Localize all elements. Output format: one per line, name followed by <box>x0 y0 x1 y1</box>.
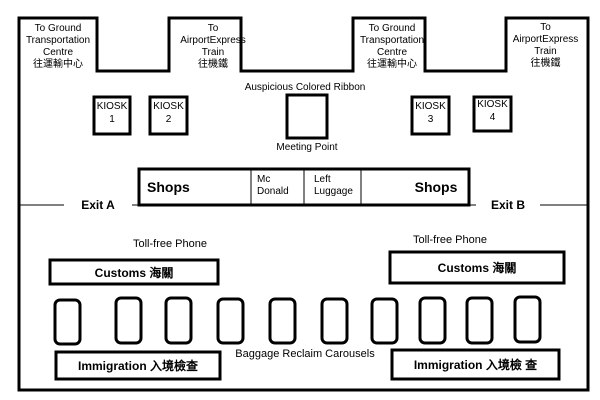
exit-a-label: Exit A <box>81 198 115 212</box>
label-line: Centre <box>376 47 407 58</box>
carousel <box>465 296 494 345</box>
kiosk-2-label: KIOSK 2 <box>150 101 187 126</box>
label-chinese: 往機鐵 <box>530 58 561 69</box>
customs-left-label: Customs 海關 <box>94 265 174 280</box>
label-line: AirportExpress <box>180 35 246 46</box>
exit-ground-transport-left-label: To Ground Transportation Centre 往運輸中心 <box>19 23 97 71</box>
kiosk-2-box <box>148 95 189 136</box>
kiosk-1-label: KIOSK 1 <box>94 101 130 126</box>
meeting-point-label: Meeting Point <box>276 142 338 153</box>
exit-airport-express-left-label: To AirportExpress Train 往機鐵 <box>169 23 257 71</box>
immigration-left-box <box>54 350 222 381</box>
toll-free-phone-right: Toll-free Phone <box>413 234 487 246</box>
kiosk-3-box <box>410 95 451 136</box>
label-line: Transportation <box>25 35 91 46</box>
exit-b-label: Exit B <box>490 198 525 212</box>
kiosk-number: 4 <box>489 111 496 123</box>
immigration-left-label: Immigration 入境檢查 <box>77 359 198 373</box>
exit-ground-transport-right-label: To Ground Transportation Centre 往運輸中心 <box>353 23 431 71</box>
customs-left-box <box>48 258 220 286</box>
carousel <box>513 295 542 344</box>
label-line: To Ground <box>368 23 416 34</box>
label-line: To Ground <box>34 23 82 34</box>
label-line: Train <box>534 46 557 57</box>
terminal-outline <box>17 16 590 392</box>
label-chinese: 往運輸中心 <box>33 59 83 70</box>
carousel <box>268 297 297 345</box>
baggage-reclaim-carousels-label: Baggage Reclaim Carousels <box>235 348 375 360</box>
kiosk-4-box <box>472 95 513 133</box>
label-line: Centre <box>42 47 73 58</box>
kiosk-number: 3 <box>427 113 434 125</box>
toll-free-phone-left: Toll-free Phone <box>133 238 207 250</box>
immigration-right-label: Immigration 入境檢 查 <box>413 358 538 372</box>
carousel <box>164 296 193 345</box>
kiosk-1-box <box>92 95 132 136</box>
label-chinese: 往運輸中心 <box>367 59 417 70</box>
carousel <box>53 298 82 346</box>
left-luggage: Left Luggage <box>306 174 360 198</box>
kiosk-4-label: KIOSK 4 <box>474 99 511 124</box>
label-line: Train <box>201 47 225 58</box>
carousel <box>114 296 143 345</box>
label-line: To <box>207 23 219 34</box>
mcdonald-line: Donald <box>257 186 289 197</box>
label-chinese: 往機鐵 <box>198 59 228 70</box>
kiosk-number: 1 <box>109 113 115 125</box>
mcdonald-shop: Mc Donald <box>253 174 297 198</box>
label-line: Transportation <box>359 35 425 46</box>
kiosk-name: KIOSK <box>415 101 446 112</box>
customs-right-label: Customs 海關 <box>437 261 517 275</box>
immigration-right-box <box>390 348 561 381</box>
meeting-point-box <box>285 93 329 140</box>
luggage-line: Luggage <box>314 186 353 197</box>
shops-right: Shops <box>414 179 458 195</box>
label-line: AirportExpress <box>512 34 579 45</box>
carousel <box>320 297 349 345</box>
kiosk-name: KIOSK <box>477 99 508 110</box>
kiosk-name: KIOSK <box>153 101 184 112</box>
exit-airport-express-right-label: To AirportExpress Train 往機鐵 <box>503 22 588 70</box>
mcdonald-line: Mc <box>257 174 271 185</box>
kiosk-number: 2 <box>165 113 172 125</box>
kiosk-3-label: KIOSK 3 <box>412 101 449 126</box>
ribbon-label: Auspicious Colored Ribbon <box>244 82 366 93</box>
shops-left: Shops <box>147 179 190 195</box>
luggage-line: Left <box>314 174 331 185</box>
carousel <box>418 296 447 345</box>
carousel <box>370 297 399 345</box>
kiosk-name: KIOSK <box>96 101 128 112</box>
customs-right-box <box>388 250 566 285</box>
label-line: To <box>540 22 551 33</box>
carousel <box>216 297 245 345</box>
